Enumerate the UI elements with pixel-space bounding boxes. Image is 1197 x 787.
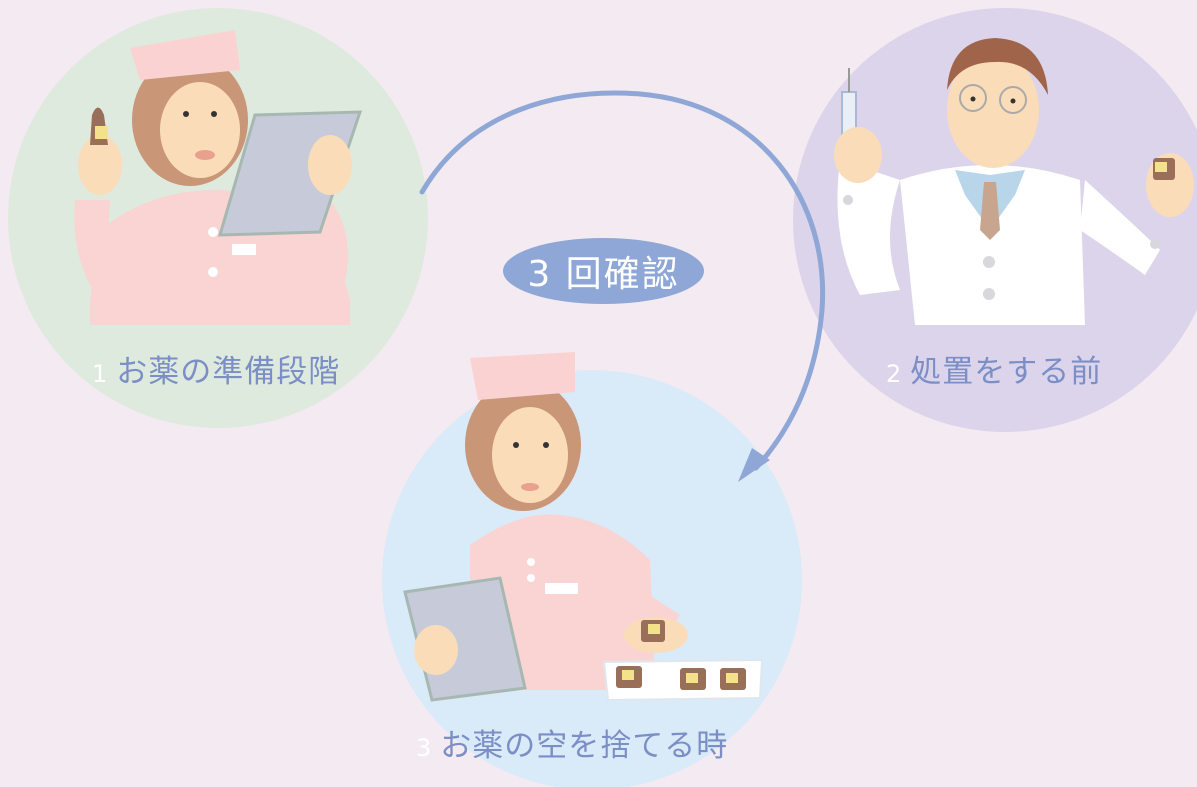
step-1-number: 1 bbox=[92, 360, 109, 388]
step-2-number: 2 bbox=[886, 360, 903, 388]
step-3-text: お薬の空を捨てる時 bbox=[440, 728, 729, 764]
curved-arrow-icon bbox=[419, 90, 826, 482]
step-1-text: お薬の準備段階 bbox=[116, 354, 341, 390]
doctor-with-syringe-icon bbox=[834, 38, 1194, 325]
nurse-disposing-medicine-icon bbox=[403, 352, 764, 702]
step-2-text: 処置をする前 bbox=[910, 354, 1103, 390]
step-3-number: 3 bbox=[416, 734, 433, 762]
nurse-holding-medicine-icon bbox=[74, 30, 363, 325]
three-times-check-badge: 3 回確認 bbox=[503, 238, 704, 304]
